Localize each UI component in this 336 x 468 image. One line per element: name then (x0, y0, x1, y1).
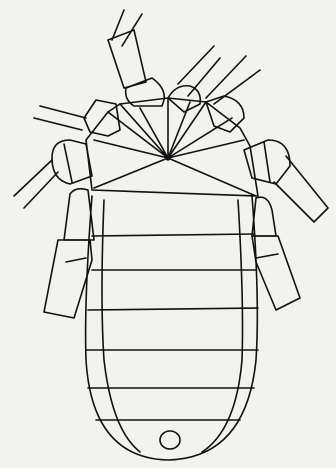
leg-lower-left (14, 140, 92, 208)
leg-upper-left (108, 10, 164, 106)
leg-hind-right-femur (252, 236, 300, 310)
abdomen-right-inner-border (202, 200, 243, 452)
leg-lower-left-coxa-ring (64, 144, 72, 182)
leg-lower-left-tarsus (14, 160, 58, 208)
abdomen-anal-opening (160, 431, 180, 449)
thorax (86, 98, 258, 196)
leg-hind-right-femur-line (256, 254, 278, 258)
leg-middle-left (34, 100, 120, 136)
thorax-center-point (166, 156, 170, 160)
leg-lower-right-coxa-ring (264, 142, 270, 182)
leg-middle-right-tarsus (206, 56, 260, 104)
abdomen (86, 196, 258, 460)
abdomen-left-inner-border (102, 200, 140, 452)
leg-upper-left-tarsus (112, 10, 142, 46)
leg-upper-right (168, 46, 220, 112)
abdomen-segment-lines (86, 234, 258, 420)
thorax-sutures (94, 98, 256, 196)
leg-lower-right (244, 140, 328, 222)
leg-hind-left-femur (44, 240, 92, 318)
leg-hind-right (252, 197, 300, 310)
leg-middle-left-tarsus (34, 106, 86, 130)
leg-middle-right (206, 56, 260, 132)
leg-hind-right-trochanter (252, 197, 276, 236)
leg-hind-left-femur-line (66, 258, 86, 262)
leg-upper-right-tarsus (178, 46, 220, 96)
leg-lower-right-femur (274, 156, 328, 222)
